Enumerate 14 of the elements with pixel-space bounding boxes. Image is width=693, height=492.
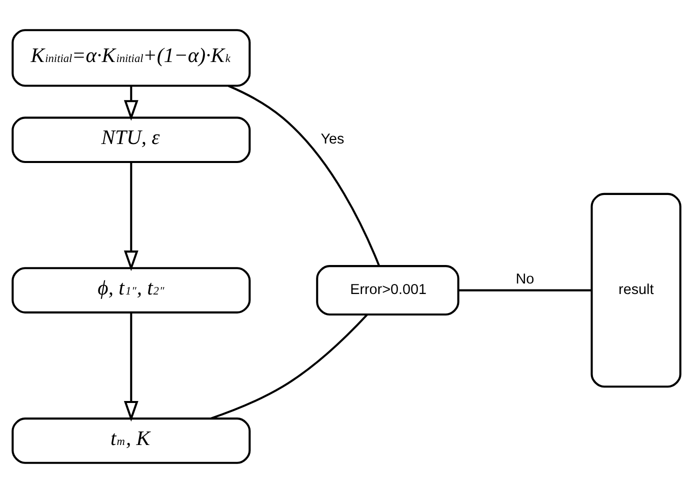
edge-label: No bbox=[516, 270, 534, 287]
node-box: tm, K bbox=[12, 417, 251, 464]
node-box: Kinitial=α·Kinitial+(1−α)·Kk bbox=[12, 28, 251, 86]
connector bbox=[228, 84, 380, 266]
node-box: result bbox=[590, 192, 682, 388]
edge-label: Yes bbox=[320, 131, 344, 148]
node-box: Error>0.001 bbox=[316, 264, 460, 316]
connector bbox=[458, 288, 592, 291]
connector bbox=[210, 313, 368, 420]
node-box: NTU, ε bbox=[12, 116, 251, 163]
arrow bbox=[124, 86, 138, 120]
arrow bbox=[124, 162, 138, 271]
arrow bbox=[124, 312, 138, 422]
node-box: ϕ, t1″, t2″ bbox=[12, 266, 251, 313]
